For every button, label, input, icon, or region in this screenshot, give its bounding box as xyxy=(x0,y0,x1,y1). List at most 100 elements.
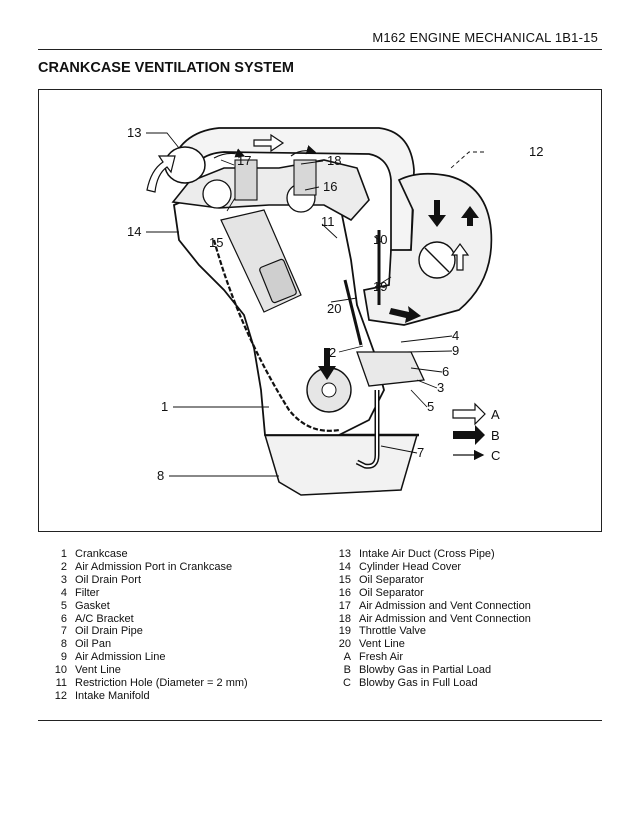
legend-number: 5 xyxy=(60,599,67,612)
callout-8: 8 xyxy=(157,468,164,483)
flow-arrow-blowby-partial-4 xyxy=(461,206,479,226)
vent-line-20 xyxy=(343,279,363,346)
callout-15: 15 xyxy=(209,235,223,250)
legend-item: 14 Cylinder Head Cover xyxy=(330,561,531,574)
key-label-a: A xyxy=(491,407,500,422)
legend-number: 3 xyxy=(60,573,67,586)
legend-item: 1 Crankcase xyxy=(46,548,248,561)
legend-item: 18 Air Admission and Vent Connection xyxy=(330,613,531,626)
legend-item: 10 Vent Line xyxy=(46,664,248,677)
leader-lines xyxy=(146,132,484,477)
legend-label: Oil Drain Port xyxy=(75,573,142,586)
legend-number: 18 xyxy=(338,612,351,625)
flow-arrow-full-load-1 xyxy=(213,148,246,159)
figure-frame: 13 12 14 15 17 18 16 11 10 19 20 2 4 9 6… xyxy=(38,89,602,532)
legend-item: 13 Intake Air Duct (Cross Pipe) xyxy=(330,548,531,561)
camshaft-intake xyxy=(202,179,232,209)
legend-label: Blowby Gas in Full Load xyxy=(359,677,478,690)
throttle-valve-plate xyxy=(424,247,450,273)
callout-16: 16 xyxy=(323,179,337,194)
callout-6: 6 xyxy=(442,364,449,379)
legend-item: 3 Oil Drain Port xyxy=(46,574,248,587)
callout-14: 14 xyxy=(127,224,141,239)
flow-arrow-blowby-partial-3 xyxy=(318,348,336,380)
legend-label: Intake Manifold xyxy=(75,689,150,702)
legend-label: Air Admission Port in Crankcase xyxy=(75,560,233,573)
legend-number: 8 xyxy=(60,638,67,651)
engine-cutaway-diagram: 13 12 14 15 17 18 16 11 10 19 20 2 4 9 6… xyxy=(127,125,543,496)
legend-item: B Blowby Gas in Partial Load xyxy=(330,664,531,677)
legend-label: Crankcase xyxy=(75,548,128,560)
legend-label: Vent Line xyxy=(359,638,405,651)
flow-arrow-blowby-partial-1 xyxy=(428,200,446,227)
oil-drain-pipe-inner xyxy=(356,390,378,468)
callout-20: 20 xyxy=(327,301,341,316)
legend-label: Vent Line xyxy=(75,664,121,677)
callout-18: 18 xyxy=(327,153,341,168)
legend-number: C xyxy=(343,677,351,690)
legend-number: 10 xyxy=(54,664,67,677)
legend-number: 6 xyxy=(60,612,67,625)
oil-separator-16 xyxy=(293,159,317,196)
oil-separator-15 xyxy=(234,159,258,201)
legend-number: 20 xyxy=(338,638,351,651)
key-arrow-b-solid xyxy=(453,425,485,445)
legend-label: Intake Air Duct (Cross Pipe) xyxy=(359,548,495,560)
callout-7: 7 xyxy=(417,445,424,460)
section-title: CRANKCASE VENTILATION SYSTEM xyxy=(38,60,294,76)
legend-item: 17 Air Admission and Vent Connection xyxy=(330,600,531,613)
oil-pan-shape xyxy=(263,434,418,496)
callout-12: 12 xyxy=(529,144,543,159)
legend-left-column: 1 Crankcase 2 Air Admission Port in Crankc… xyxy=(46,548,248,703)
legend-label: Blowby Gas in Partial Load xyxy=(359,664,492,677)
callout-2: 2 xyxy=(329,345,336,360)
legend-number: 11 xyxy=(55,677,67,690)
legend-number: 9 xyxy=(60,651,67,664)
callout-numbers: 13 12 14 15 17 18 16 11 10 19 20 2 4 9 6… xyxy=(127,125,543,483)
legend-number: 1 xyxy=(60,548,67,560)
flow-arrow-fresh-air-inlet xyxy=(146,155,176,193)
legend-number: B xyxy=(343,664,351,677)
callout-17: 17 xyxy=(237,153,251,168)
callout-11: 11 xyxy=(321,214,335,229)
legend-number: 14 xyxy=(338,560,351,573)
running-header: M162 ENGINE MECHANICAL 1B1-15 xyxy=(372,30,598,45)
piston xyxy=(259,258,297,304)
timing-chain xyxy=(212,239,340,432)
legend-label: Cylinder Head Cover xyxy=(359,560,462,573)
legend-label: Air Admission and Vent Connection xyxy=(359,599,531,612)
legend-number: A xyxy=(343,651,351,664)
legend-number: 7 xyxy=(60,625,67,638)
callout-4: 4 xyxy=(452,328,459,343)
legend-label: Filter xyxy=(75,586,100,599)
callout-13: 13 xyxy=(127,125,141,140)
legend-label: Oil Drain Pipe xyxy=(75,625,143,638)
ac-bracket xyxy=(356,351,425,387)
legend-right-column: 13 Intake Air Duct (Cross Pipe) 14 Cylinde… xyxy=(330,548,531,690)
header-divider xyxy=(38,49,602,50)
legend-number: 19 xyxy=(338,625,351,638)
callout-1: 1 xyxy=(161,399,168,414)
key-label-b: B xyxy=(491,428,500,443)
callout-5: 5 xyxy=(427,399,434,414)
legend-label: Air Admission and Vent Connection xyxy=(359,612,531,625)
legend-number: 2 xyxy=(60,560,67,573)
callout-3: 3 xyxy=(437,380,444,395)
legend-number: 13 xyxy=(338,548,351,560)
callout-9: 9 xyxy=(452,343,459,358)
callout-10: 10 xyxy=(373,232,387,247)
legend-number: 17 xyxy=(338,599,351,612)
crank-journal xyxy=(321,382,337,398)
legend-item: 7 Oil Drain Pipe xyxy=(46,625,248,638)
footer-divider xyxy=(38,720,602,721)
legend-number: 12 xyxy=(54,689,67,702)
legend-number: 15 xyxy=(338,573,351,586)
legend-label: Throttle Valve xyxy=(359,625,427,638)
